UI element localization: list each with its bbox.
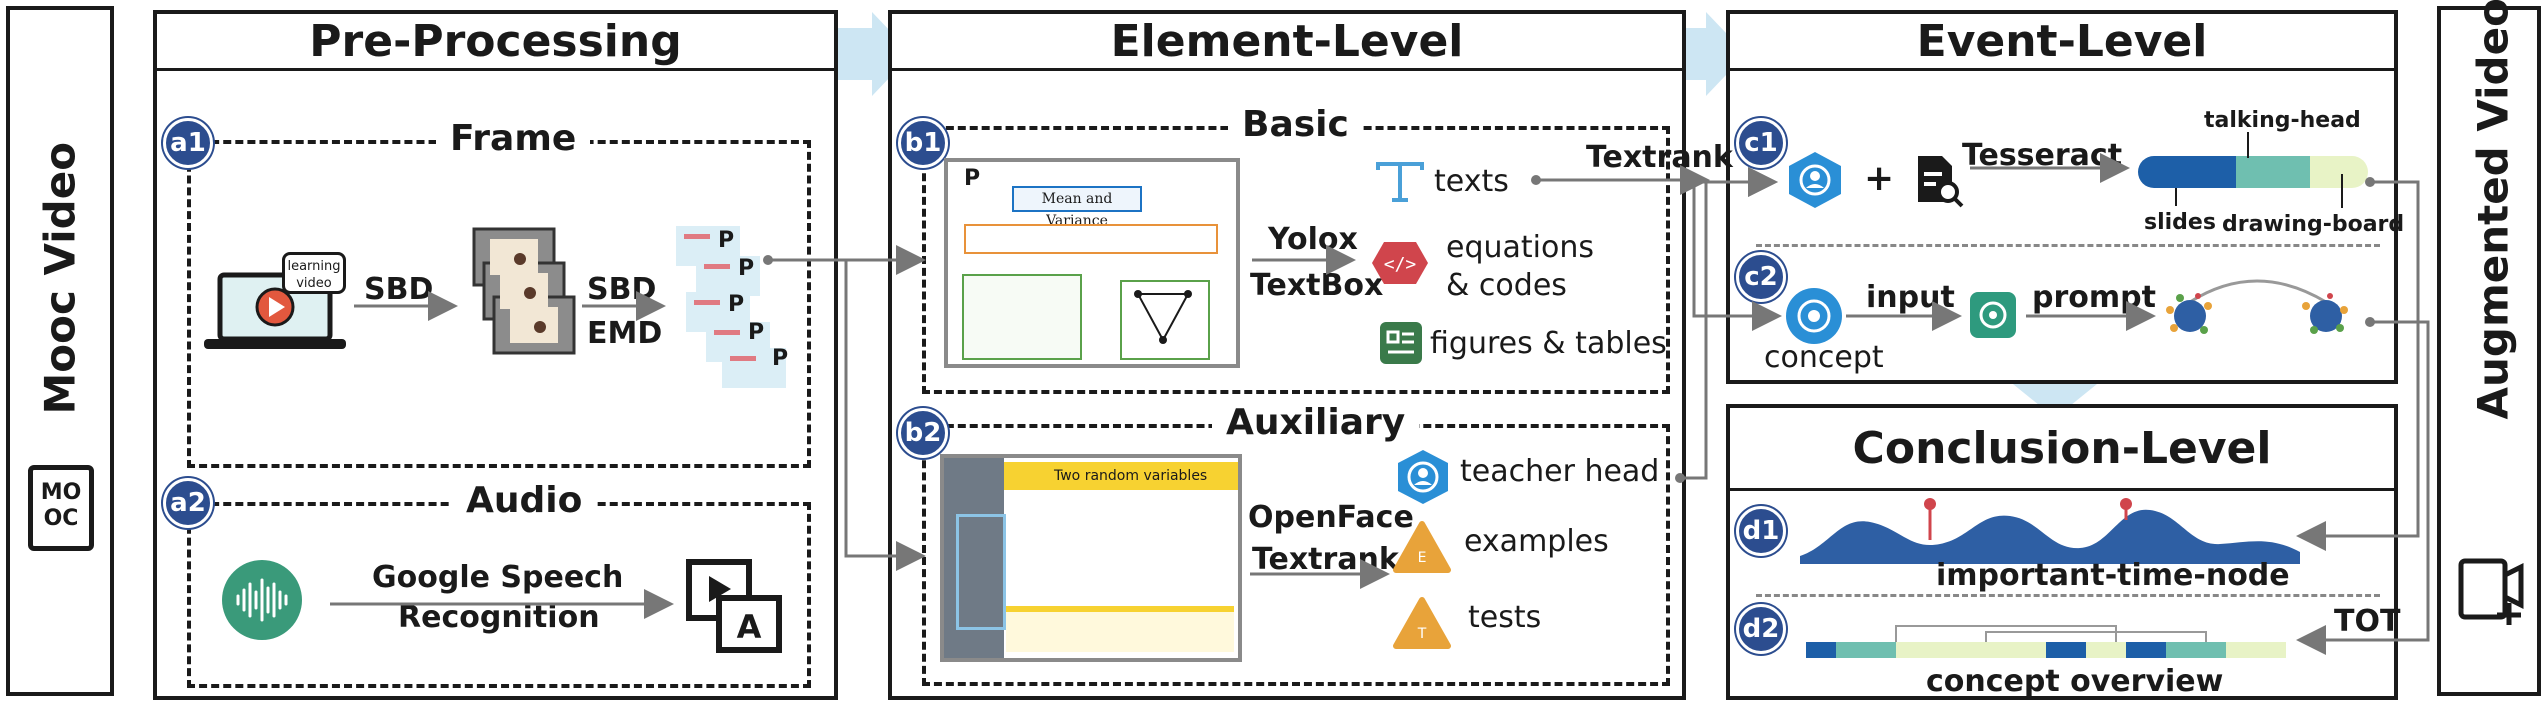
concept-graph-icon (2166, 279, 2348, 334)
textbox-label: TextBox (1250, 268, 1384, 303)
code-icon: </> (1372, 242, 1428, 284)
textrank-event-label: Textrank (1586, 140, 1733, 175)
slides-label: slides (2144, 210, 2216, 235)
badge-b1: b1 (898, 118, 948, 168)
frame-title: Frame (436, 118, 591, 159)
slide2-footer-box (1006, 606, 1234, 652)
element-level-title: Element-Level (892, 14, 1682, 71)
badge-a2: a2 (163, 478, 213, 528)
audio-wave-icon (222, 560, 302, 640)
codes-label: & codes (1446, 268, 1567, 303)
pre-processing-title: Pre-Processing (157, 14, 834, 71)
augmented-video-box: Augmented Video (2437, 0, 2541, 696)
frame-letter-2: P (738, 256, 755, 281)
tests-icon-letter: T (1417, 626, 1427, 642)
concept-label: concept (1764, 340, 1884, 375)
badge-d2: d2 (1736, 604, 1786, 654)
drawing-board-label: drawing-board (2222, 212, 2405, 237)
conclusion-divider (1756, 594, 2380, 597)
tests-label: tests (1468, 600, 1542, 635)
frame-letter-3: P (728, 292, 745, 317)
svg-text:</>: </> (1384, 254, 1417, 275)
slide2-title-bar: Two random variables (1004, 462, 1238, 490)
importance-wave-chart (1800, 498, 2300, 564)
mooc-logo-bottom: OC (43, 506, 79, 531)
teacher-head-icon (1398, 450, 1448, 504)
event-level-title: Event-Level (1730, 14, 2394, 71)
figure-table-icon (1380, 322, 1422, 364)
basic-title: Basic (1228, 104, 1363, 145)
add-video-icon (2458, 558, 2524, 625)
plus-sign: + (1864, 158, 1895, 199)
ocr-document-icon (1918, 156, 1964, 208)
segment-talking-head (2236, 156, 2310, 188)
teacher-photo (944, 458, 1004, 658)
event-divider (1756, 244, 2380, 247)
talking-head-label: talking-head (2204, 108, 2361, 133)
mooc-video-box: Mooc Video MO OC (6, 6, 114, 696)
frame-letter-5: P (772, 346, 789, 371)
head-detect-icon (1789, 152, 1841, 208)
auxiliary-title: Auxiliary (1212, 402, 1420, 443)
concept-overview-timeline (1806, 625, 2286, 658)
segment-drawing-board (2310, 156, 2368, 188)
subtitle-video-icon: A (686, 559, 782, 653)
frame-letter-4: P (748, 320, 765, 345)
slide-p-letter: P (964, 166, 981, 191)
equations-label: equations (1446, 230, 1594, 265)
segment-slides (2138, 156, 2236, 188)
text-icon (1376, 162, 1424, 202)
concept-target-icon (1786, 288, 1842, 344)
event-level-panel: Event-Level (1726, 10, 2398, 384)
slide-triangle-figure (1134, 290, 1192, 344)
basic-slide-frame: P Mean and Variance (944, 158, 1240, 368)
examples-label: examples (1464, 524, 1609, 559)
badge-c2: c2 (1736, 252, 1786, 302)
examples-icon: E (1393, 521, 1451, 573)
openface-label: OpenFace (1248, 500, 1414, 535)
auxiliary-slide-frame: Two random variables (940, 454, 1242, 662)
video-segment-bar (2138, 156, 2368, 188)
tot-label: TOT (2334, 604, 2401, 639)
texts-label: texts (1434, 164, 1509, 199)
teacher-head-label: teacher head (1460, 454, 1660, 489)
selected-frames-icon (676, 226, 786, 388)
concept-overview-label: concept overview (1926, 664, 2224, 699)
face-detection-box (956, 514, 1006, 630)
examples-icon-letter: E (1418, 550, 1427, 566)
slide-figure-box-1 (962, 274, 1082, 360)
tests-icon: T (1393, 597, 1451, 649)
sbd-label-1: SBD (364, 272, 434, 307)
badge-b2: b2 (898, 408, 948, 458)
important-time-node-label: important-time-node (1936, 558, 2290, 593)
learning-video-bubble: learning video (282, 252, 346, 294)
film-frames-icon (472, 227, 576, 355)
mooc-logo-top: MO (40, 480, 82, 505)
svg-text:A: A (737, 608, 762, 646)
conclusion-level-title: Conclusion-Level (1730, 408, 2394, 491)
badge-d1: d1 (1736, 506, 1786, 556)
laptop-video-icon (204, 272, 346, 349)
google-speech-label-2: Recognition (398, 600, 600, 635)
bubble-line-2: video (296, 276, 332, 291)
emd-label: EMD (587, 316, 663, 351)
figures-tables-label: figures & tables (1430, 326, 1667, 361)
badge-c1: c1 (1736, 118, 1786, 168)
badge-a1: a1 (163, 118, 213, 168)
bubble-line-1: learning (287, 259, 341, 274)
mooc-logo-icon: MO OC (28, 465, 94, 551)
llm-icon (1970, 292, 2016, 338)
slide-equation-box (964, 224, 1218, 254)
audio-title: Audio (452, 480, 597, 521)
frame-letter-1: P (718, 228, 735, 253)
google-speech-label-1: Google Speech (372, 560, 624, 595)
